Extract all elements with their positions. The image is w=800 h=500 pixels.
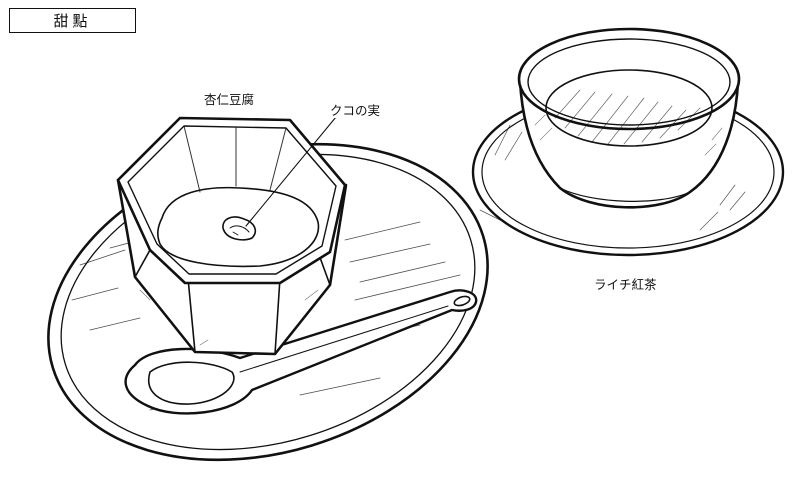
- almond-tofu-cup: [116, 116, 348, 356]
- page-title: 甜點: [9, 8, 136, 33]
- label-almond-tofu: 杏仁豆腐: [204, 92, 255, 107]
- label-lychee-tea: ライチ紅茶: [594, 277, 657, 292]
- goji-leader-line: [245, 116, 337, 227]
- label-goji-berry: クコの実: [330, 103, 381, 118]
- tea-cup: [517, 27, 741, 209]
- goji-berry-icon: [222, 216, 257, 241]
- page-title-text: 甜點: [53, 12, 92, 30]
